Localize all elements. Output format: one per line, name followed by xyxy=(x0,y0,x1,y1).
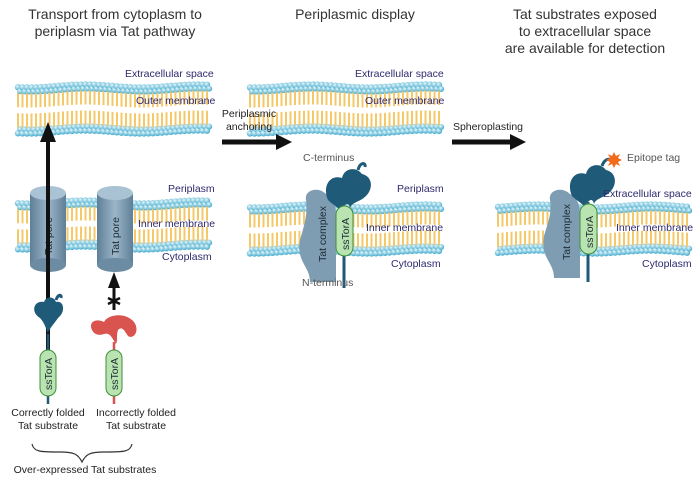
extracellular-label: Extracellular space xyxy=(125,68,214,80)
group-brace xyxy=(31,443,133,464)
panel-3-title: Tat substrates exposed to extracellular … xyxy=(504,6,666,56)
exposed-substrate-3: ssTorA xyxy=(569,157,615,282)
complex-label: Tat complex xyxy=(317,205,329,262)
anchored-substrate-2: ssTorA xyxy=(325,162,371,288)
group-label: Over-expressed Tat substrates xyxy=(13,464,157,476)
misfolded-substrate: ssTorA xyxy=(90,315,137,404)
incorrect-substrate-label: Incorrectly folded Tat substrate xyxy=(96,407,176,432)
sstora-tag: ssTorA xyxy=(43,358,55,390)
outer-membrane-2 xyxy=(246,81,445,137)
c-terminus-label: C-terminus xyxy=(303,152,355,164)
tat-complex-2: Tat complex xyxy=(299,189,336,282)
step-2-label: Spheroplasting xyxy=(452,121,524,133)
sstora-tag: ssTorA xyxy=(109,358,121,390)
panel-1-title: Transport from cytoplasm to periplasm vi… xyxy=(28,6,202,39)
extracellular-label: Extracellular space xyxy=(603,188,692,200)
sstora-tag: ssTorA xyxy=(340,218,352,250)
periplasm-label: Periplasm xyxy=(397,183,444,195)
complex-label: Tat complex xyxy=(561,203,573,260)
tat-pore-2: Tat pore xyxy=(97,186,133,272)
correct-substrate: ssTorA xyxy=(34,293,64,404)
cytoplasm-label: Cytoplasm xyxy=(642,258,692,270)
step-1-label: Periplasmic anchoring xyxy=(221,108,277,133)
periplasm-label: Periplasm xyxy=(168,183,215,195)
pore-label: Tat pore xyxy=(110,217,122,255)
inner-membrane-label: Inner membrane xyxy=(616,222,694,234)
sstora-tag: ssTorA xyxy=(584,216,596,248)
outer-membrane-label: Outer membrane xyxy=(136,95,216,107)
step-arrow-1 xyxy=(222,134,292,150)
epitope-tag-icon xyxy=(606,152,622,168)
step-arrow-2 xyxy=(452,134,526,150)
tat-complex-3: Tat complex xyxy=(543,189,580,278)
extracellular-label: Extracellular space xyxy=(355,68,444,80)
blocked-arrow xyxy=(107,272,121,310)
epitope-tag-label: Epitope tag xyxy=(627,152,681,164)
inner-membrane-label: Inner membrane xyxy=(366,222,444,234)
outer-membrane-label: Outer membrane xyxy=(365,95,445,107)
cytoplasm-label: Cytoplasm xyxy=(162,251,212,263)
cytoplasm-label: Cytoplasm xyxy=(391,258,441,270)
correct-substrate-label: Correctly folded Tat substrate xyxy=(11,407,85,432)
n-terminus-label: N-terminus xyxy=(302,277,354,289)
inner-membrane-label: Inner membrane xyxy=(138,218,216,230)
outer-membrane-1 xyxy=(14,81,213,137)
panel-2-title: Periplasmic display xyxy=(295,6,415,22)
inner-membrane-2 xyxy=(246,201,445,257)
